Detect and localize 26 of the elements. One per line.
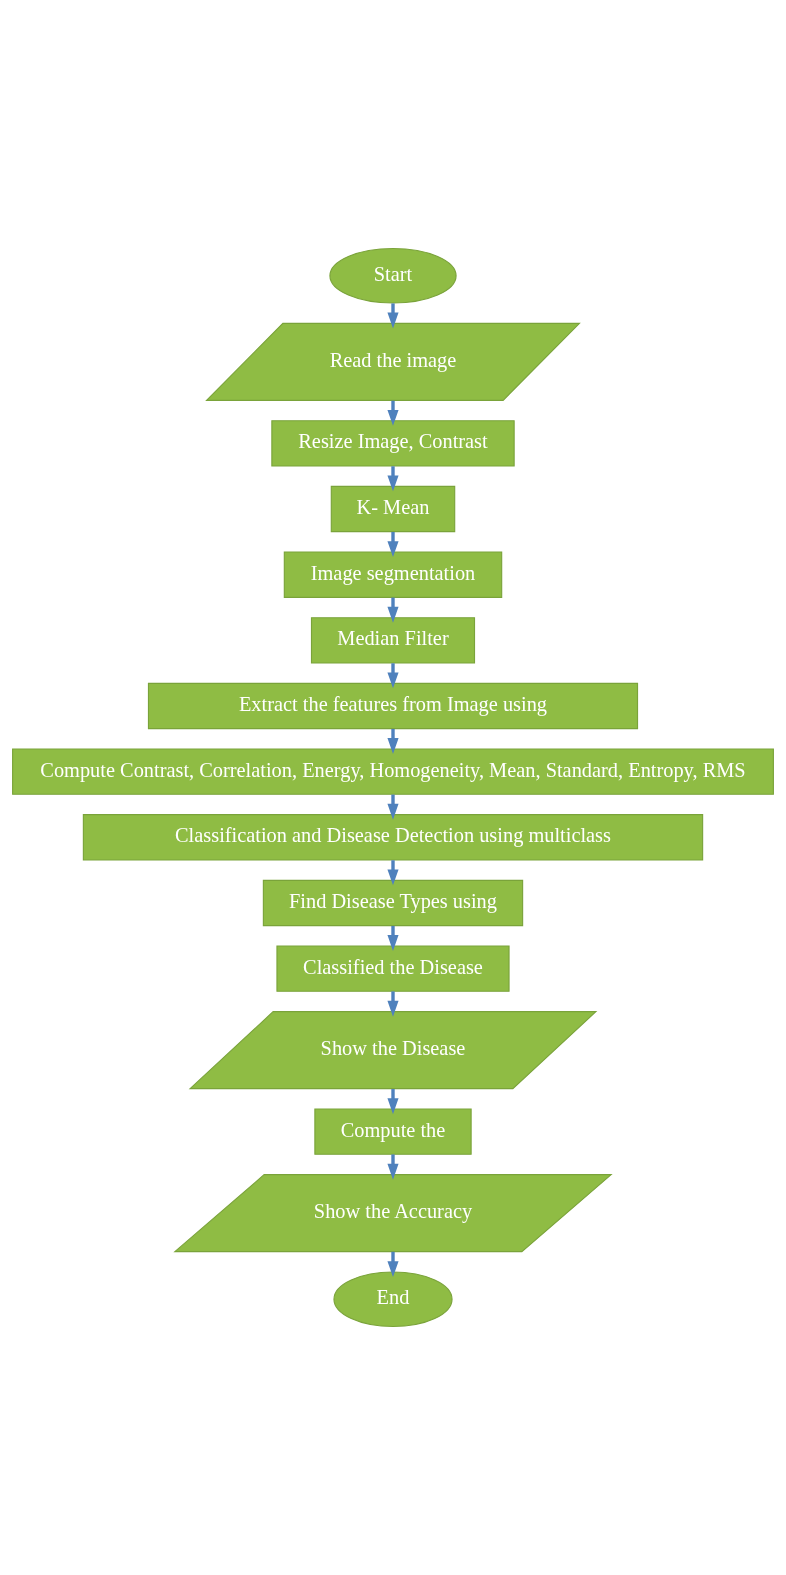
arrow xyxy=(387,1089,399,1115)
node-box: Find Disease Types using xyxy=(262,879,524,927)
arrow xyxy=(387,597,399,623)
arrow xyxy=(387,794,399,820)
arrow xyxy=(387,1154,399,1180)
arrow xyxy=(387,728,399,755)
arrow xyxy=(387,303,399,329)
arrow xyxy=(387,466,399,492)
node-box: Classified the Disease xyxy=(276,945,510,992)
node-box: Extract the features from Image using xyxy=(147,682,639,730)
arrow xyxy=(387,925,399,951)
node-box: Compute the xyxy=(314,1108,472,1155)
arrow xyxy=(387,860,399,886)
node-box: Compute Contrast, Correlation, Energy, Homogeneity, Mean, Standard, Entropy, RMS xyxy=(12,748,774,795)
node-ellipse: End xyxy=(333,1271,453,1328)
node-box: Resize Image, Contrast xyxy=(271,420,515,467)
arrow xyxy=(387,1251,399,1278)
node-box: Image segmentation xyxy=(283,551,503,598)
arrow xyxy=(387,991,399,1017)
node-box: Classification and Disease Detection using multiclass xyxy=(82,814,704,861)
node-box: Median Filter xyxy=(310,617,476,664)
arrow xyxy=(387,663,399,689)
arrow xyxy=(387,400,399,426)
node-ellipse: Start xyxy=(329,247,457,304)
node-box: K- Mean xyxy=(330,485,456,533)
arrow xyxy=(387,531,399,558)
